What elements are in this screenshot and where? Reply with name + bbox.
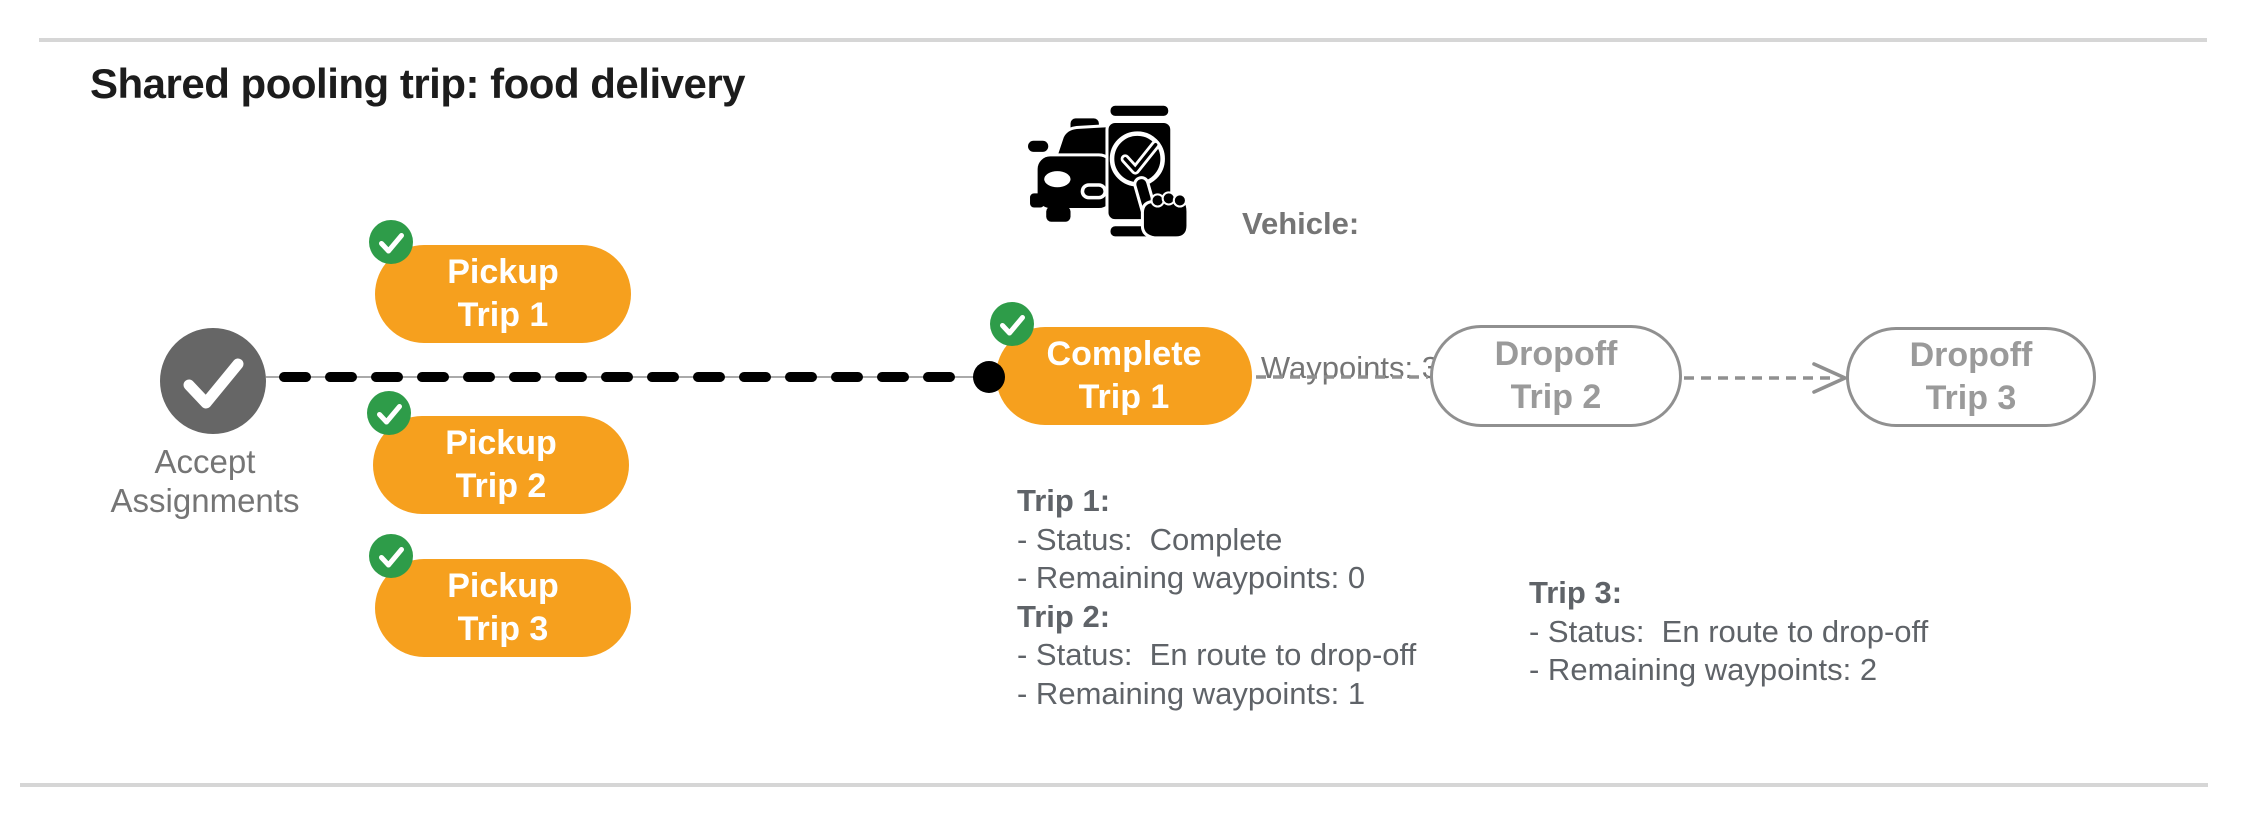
accept-label-line2: Assignments — [110, 482, 300, 519]
pill-label-line2: Trip 2 — [1510, 378, 1602, 416]
top-divider — [39, 38, 2207, 42]
check-badge-icon — [367, 391, 411, 435]
pill-label-line2: Trip 1 — [457, 296, 549, 334]
arrowhead-icon — [1812, 362, 1847, 394]
trip-3-status-line: - Status: En route to drop-off — [1529, 613, 1929, 649]
trip-2-title: Trip 2: — [1017, 598, 1111, 634]
check-icon — [183, 358, 244, 409]
pickup-trip-2-node: Pickup Trip 2 — [367, 391, 629, 514]
pill-label-line2: Trip 2 — [455, 467, 547, 505]
car-glyph — [1028, 118, 1115, 222]
page-title: Shared pooling trip: food delivery — [90, 60, 746, 107]
pill-label-line1: Pickup — [445, 424, 557, 462]
pill-label-line1: Complete — [1046, 335, 1202, 373]
pill-label-line1: Dropoff — [1909, 336, 2033, 374]
pointing-hand-glyph — [1133, 176, 1190, 240]
vehicle-phone-check-icon — [1028, 102, 1190, 240]
trip-2-status-line: - Status: En route to drop-off — [1017, 637, 1417, 672]
check-badge-icon — [990, 302, 1034, 346]
pickup-trip-1-node: Pickup Trip 1 — [369, 220, 631, 343]
trip-3-status-block: Trip 3: - Status: En route to drop-off -… — [1529, 574, 1928, 690]
complete-trip-1-node: Complete Trip 1 — [990, 302, 1252, 425]
accept-assignments-node — [160, 328, 266, 434]
trip-1-waypoints-line: - Remaining waypoints: 0 — [1017, 560, 1366, 595]
accept-assignments-label: Accept Assignments — [55, 442, 355, 520]
trip-3-waypoints-line: - Remaining waypoints: 2 — [1529, 652, 1878, 687]
pill-label-line2: Trip 3 — [1925, 379, 2017, 417]
pill-label-line2: Trip 1 — [1078, 378, 1170, 416]
check-badge-icon — [369, 220, 413, 264]
pill-label-line1: Pickup — [447, 567, 559, 605]
vehicle-info-panel: Vehicle: - Waypoints: 3 — [1242, 104, 1439, 488]
dropoff-trip-3-node: Dropoff Trip 3 — [1846, 327, 2096, 427]
vehicle-info-label: Vehicle: — [1242, 206, 1360, 241]
pill-label-line1: Pickup — [447, 253, 559, 291]
vehicle-info-waypoints: - Waypoints: 3 — [1242, 350, 1439, 385]
accept-label-line1: Accept — [154, 443, 256, 480]
trip-1-2-status-block: Trip 1: - Status: Complete - Remaining w… — [1017, 482, 1416, 713]
trip-1-status-line: - Status: Complete — [1017, 521, 1283, 557]
pill-label-line1: Dropoff — [1494, 335, 1618, 373]
dropoff-trip-2-node: Dropoff Trip 2 — [1430, 325, 1682, 427]
pill-label-line2: Trip 3 — [457, 610, 549, 648]
check-badge-icon — [369, 534, 413, 578]
trip-1-title: Trip 1: — [1017, 483, 1111, 518]
trip-2-waypoints-line: - Remaining waypoints: 1 — [1017, 675, 1366, 711]
pickup-trip-3-node: Pickup Trip 3 — [369, 534, 631, 657]
bottom-divider — [20, 783, 2208, 787]
trip-3-title: Trip 3: — [1529, 575, 1623, 610]
